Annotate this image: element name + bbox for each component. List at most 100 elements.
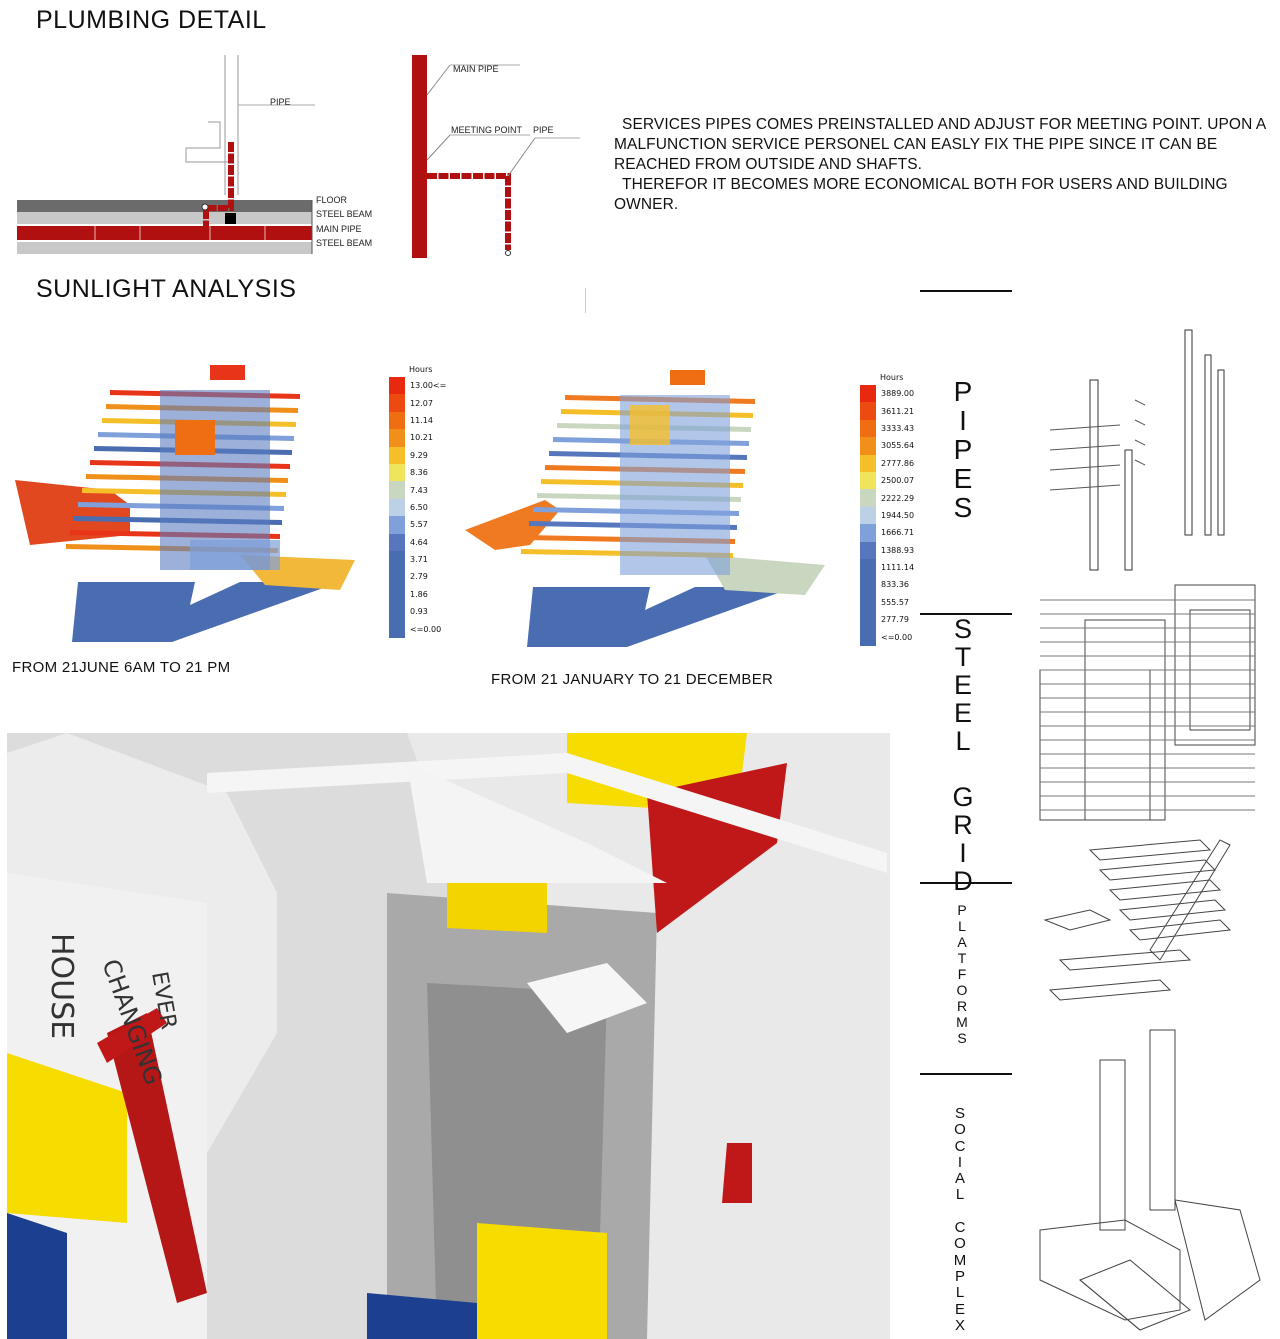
legend-swatch (860, 611, 876, 629)
legend-row: 2.79 (389, 568, 459, 586)
legend-value: 1111.14 (881, 563, 915, 573)
letter: L (955, 1284, 965, 1302)
legend-row: 3889.00 (860, 385, 930, 403)
legend-row: <=0.00 (860, 628, 930, 646)
letter: L (955, 1186, 965, 1204)
caption-year: FROM 21 JANUARY TO 21 DECEMBER (491, 671, 774, 688)
letter: F (957, 966, 967, 982)
legend-swatch (389, 463, 405, 482)
label-floor: FLOOR (316, 195, 348, 205)
platforms-axon (1043, 839, 1232, 1001)
legend-swatch (860, 419, 876, 438)
pipe-riser-drawing (412, 55, 580, 258)
legend-row: 0.93 (389, 603, 459, 621)
letter: P (957, 902, 967, 918)
legend-row: 3333.43 (860, 419, 930, 438)
legend-swatch (389, 603, 405, 621)
legend-value: 1944.50 (881, 510, 915, 520)
legend-row: 7.43 (389, 481, 459, 499)
legend-swatch (860, 454, 876, 472)
letter: G (952, 782, 974, 812)
legend-row: 11.14 (389, 411, 459, 430)
legend-value: 2222.29 (881, 493, 915, 503)
legend-row: 6.50 (389, 498, 459, 517)
legend-value: 0.93 (410, 607, 428, 617)
legend-value: 10.21 (410, 433, 433, 443)
letter: L (958, 918, 966, 934)
letter: E (953, 670, 972, 700)
legend-swatch (860, 524, 876, 542)
legend-value: 3889.00 (881, 389, 915, 399)
label-steel-beam-2: STEEL BEAM (316, 238, 373, 248)
legend-row: 13.00<= (389, 377, 459, 395)
sunlight-diagram-year (465, 370, 825, 647)
legend-value: 4.64 (410, 537, 428, 547)
legend-row: 10.21 (389, 429, 459, 447)
legend-row: 1944.50 (860, 506, 930, 525)
letter: I (959, 405, 967, 436)
steel-grid-axon (1039, 584, 1256, 821)
legend-value: 1.86 (410, 589, 428, 599)
legend-value: 7.43 (410, 485, 428, 495)
legend-value: <=0.00 (881, 632, 913, 642)
legend-row: 9.29 (389, 446, 459, 464)
building-render: HOUSE CHANGING EVER (7, 733, 890, 1339)
legend-row: 3.71 (389, 550, 459, 569)
letter: C (954, 1137, 966, 1155)
letter: S (953, 492, 973, 523)
legend-swatch (389, 585, 405, 604)
legend-swatch (389, 446, 405, 464)
letter: A (954, 1170, 965, 1188)
legend-row: 1.86 (389, 585, 459, 604)
letter: E (953, 463, 973, 494)
letter: I (957, 1153, 963, 1171)
letter: X (954, 1316, 965, 1334)
legend-row: 8.36 (389, 463, 459, 482)
label-main-pipe-riser: MAIN PIPE (453, 64, 499, 74)
legend-row: 277.79 (860, 611, 930, 629)
legend-swatch (860, 541, 876, 559)
legend-swatch (389, 429, 405, 447)
legend-value: 5.57 (410, 520, 428, 530)
plumbing-title: PLUMBING DETAIL (36, 6, 267, 34)
letter: A (957, 934, 967, 950)
letter: P (953, 376, 973, 407)
letter: S (957, 1030, 967, 1046)
legend-row: <=0.00 (389, 620, 459, 638)
divider-line (920, 613, 1012, 615)
legend-row: 12.07 (389, 394, 459, 412)
label-meeting-point: MEETING POINT (451, 125, 523, 135)
layer-axonometrics (1039, 329, 1261, 1331)
legend-swatch (389, 498, 405, 517)
legend-row: 2777.86 (860, 454, 930, 472)
legend-value: 12.07 (410, 398, 433, 408)
description-paragraph-2: THEREFOR IT BECOMES MORE ECONOMICAL BOTH… (614, 176, 1228, 213)
legend-value: 3055.64 (881, 441, 915, 451)
legend-swatch (389, 516, 405, 534)
legend-row: 3055.64 (860, 437, 930, 455)
legend-value: <=0.00 (410, 624, 442, 634)
legend-value: 833.36 (881, 580, 909, 590)
legend-swatch (860, 628, 876, 646)
legend-value: 9.29 (410, 450, 428, 460)
legend-swatch (860, 385, 876, 403)
legend-swatch (389, 533, 405, 551)
legend-value: 8.36 (410, 468, 428, 478)
label-main-pipe: MAIN PIPE (316, 224, 362, 234)
letter: E (954, 1300, 965, 1318)
legend-row: 4.64 (389, 533, 459, 551)
legend-swatch (860, 489, 876, 507)
letter: S (954, 1105, 965, 1122)
legend-value: 3333.43 (881, 423, 915, 433)
letter: P (953, 434, 973, 465)
legend-swatch (860, 558, 876, 577)
letter: T (954, 642, 972, 672)
letter: O (954, 1121, 966, 1139)
legend-swatch (389, 377, 405, 395)
letter: O (956, 982, 968, 998)
legend-row: 555.57 (860, 593, 930, 612)
legend-row: 1666.71 (860, 524, 930, 542)
legend-swatch (389, 620, 405, 638)
